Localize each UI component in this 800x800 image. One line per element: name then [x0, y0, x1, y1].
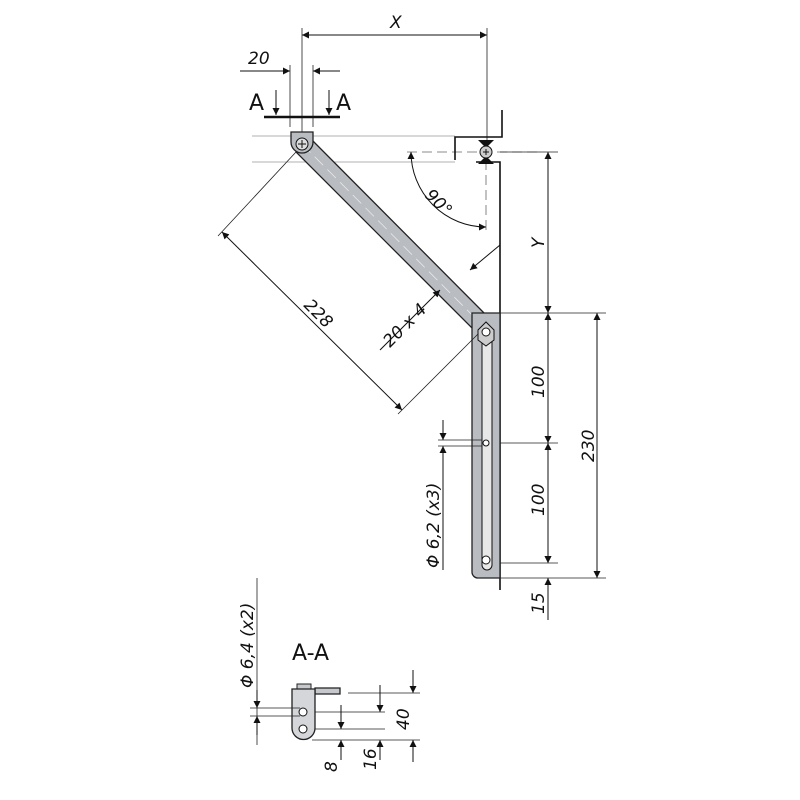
dimension-angle: 90° — [407, 151, 487, 231]
spacing-1-label: 100 — [529, 366, 549, 398]
arm-length-label: 228 — [299, 295, 336, 332]
section-height-label: 40 — [394, 708, 414, 730]
dimension-x: X — [301, 13, 488, 140]
plate-length-label: 230 — [579, 430, 599, 462]
dim-20-label: 20 — [248, 49, 270, 69]
dimension-plate-holes: Φ 6,2 (x3) — [424, 420, 482, 570]
angle-label: 90° — [420, 185, 455, 220]
dim-x-label: X — [389, 13, 402, 33]
dimension-y: Y — [500, 151, 558, 313]
spacing-2-label: 100 — [529, 484, 549, 516]
section-offset-label: 8 — [322, 761, 342, 772]
section-marker-left: A — [249, 91, 264, 116]
arm-section-label: 20 x 4 — [379, 300, 431, 352]
section-view — [291, 683, 341, 741]
section-dimensions: Φ 6,4 (x2) 40 16 8 — [238, 578, 420, 772]
section-title: A-A — [292, 641, 329, 666]
section-marker-right: A — [336, 91, 351, 116]
plate-holes-label: Φ 6,2 (x3) — [424, 483, 444, 568]
dimension-spacing: 100 100 15 230 — [500, 312, 606, 620]
dimension-20: 20 — [240, 49, 340, 127]
section-holes-label: Φ 6,4 (x2) — [238, 603, 258, 688]
bottom-offset-label: 15 — [529, 592, 549, 614]
wall-plate — [471, 312, 501, 579]
section-pitch-label: 16 — [361, 748, 381, 770]
section-marker: A A — [249, 90, 351, 119]
dim-y-label: Y — [529, 236, 549, 248]
